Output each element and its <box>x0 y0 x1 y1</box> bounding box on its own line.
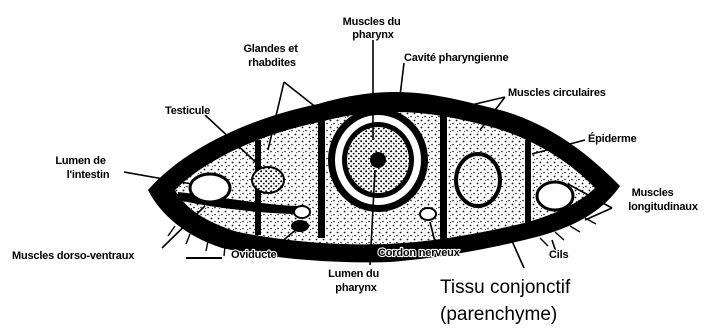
oviducte-organ <box>291 220 309 232</box>
label-cordon-nerveux: Cordon nerveux <box>378 247 461 259</box>
label-oviducte: Oviducte <box>231 249 277 261</box>
label-muscles-longitudinaux: Muscles longitudinaux <box>628 187 699 213</box>
lateral-nerve-right <box>420 208 436 220</box>
pharynx-lumen-core <box>370 152 386 168</box>
label-cils: Cils <box>549 249 568 261</box>
label-cavite-pharyngienne: Cavité pharyngienne <box>404 52 508 64</box>
label-muscles-dorso-ventraux: Muscles dorso-ventraux <box>12 250 135 262</box>
dorso-ventral-muscle-3 <box>440 114 447 242</box>
label-tissu-conjonctif: Tissu conjonctif (parenchyme) <box>440 277 576 325</box>
label-muscles-circulaires: Muscles circulaires <box>508 87 606 99</box>
label-epiderme: Épiderme <box>588 132 637 145</box>
intestin-lumen-far-right <box>537 182 573 210</box>
cross-section-body <box>148 92 620 262</box>
label-lumen-pharynx: Lumen du pharynx <box>328 268 382 294</box>
label-lumen-intestin: Lumen de l'intestin <box>55 155 109 181</box>
dorso-ventral-muscle-2 <box>318 118 325 238</box>
label-glandes-rhabdites: Glandes et rhabdites <box>243 43 300 69</box>
label-muscles-pharynx: Muscles du pharynx <box>343 16 404 41</box>
intestin-lumen-left <box>190 174 230 202</box>
lateral-nerve-left <box>294 206 310 218</box>
label-testicule: Testicule <box>165 105 210 117</box>
dorso-ventral-muscle-4 <box>525 140 531 230</box>
intestin-lumen-right <box>456 154 500 206</box>
testicule-organ <box>252 167 284 193</box>
